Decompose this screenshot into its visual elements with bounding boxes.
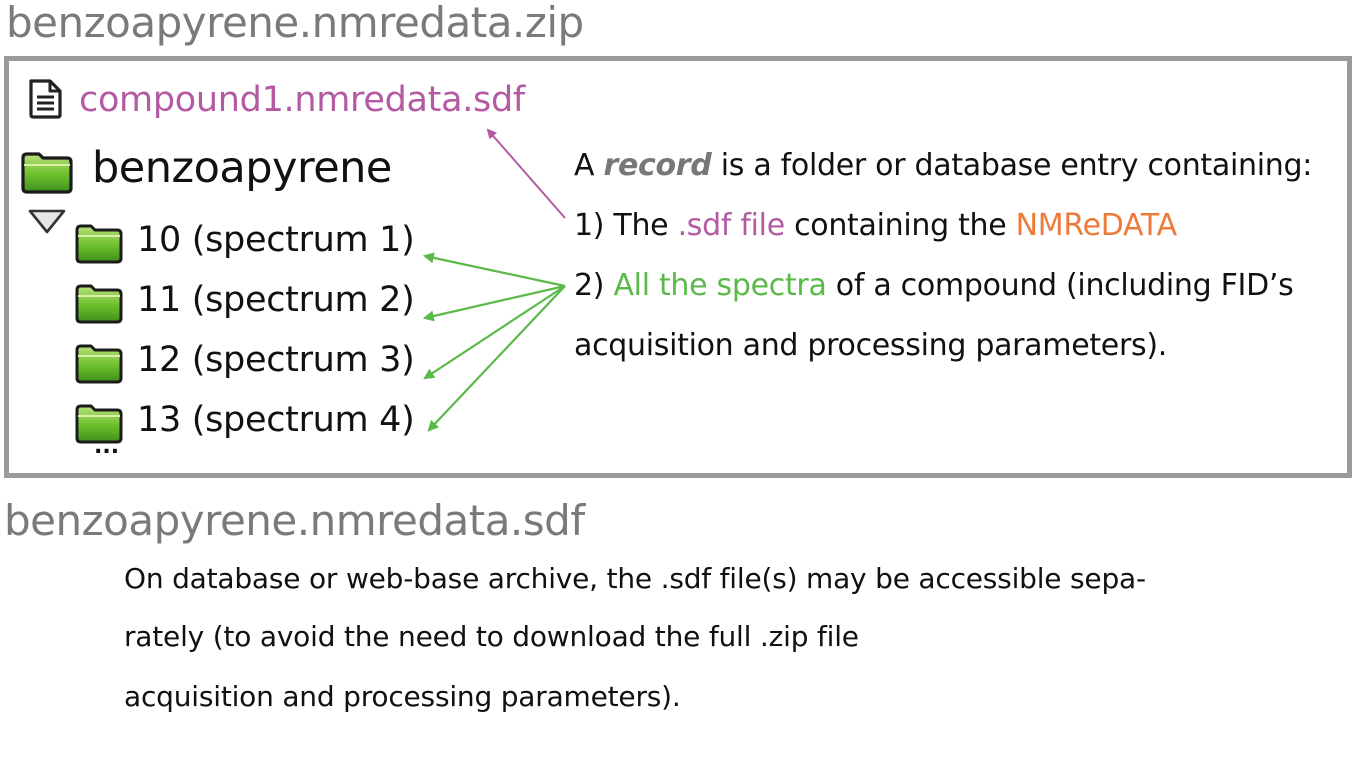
note-line: rately (to avoid the need to download th… xyxy=(124,620,859,653)
folder-icon xyxy=(75,224,123,264)
spectrum-arrow xyxy=(423,285,566,380)
sdf-arrow xyxy=(486,128,566,219)
folder-icon xyxy=(75,284,123,324)
record-item-sdf: 1) The .sdf file containing the NMReDATA xyxy=(574,208,1177,243)
spectrum-label: 13 (spectrum 4) xyxy=(137,400,415,440)
record-term: record xyxy=(603,148,712,183)
sdf-file-term: .sdf file xyxy=(677,208,786,243)
document-icon xyxy=(29,79,62,119)
nmredata-term: NMReDATA xyxy=(1015,208,1177,243)
more-items-ellipsis: ... xyxy=(94,434,120,459)
folder-icon xyxy=(75,344,123,384)
record-item-spectra: 2) All the spectra of a compound (includ… xyxy=(574,268,1294,303)
folder-icon xyxy=(21,152,73,194)
record-box xyxy=(4,56,1352,478)
triangle-down-icon[interactable] xyxy=(28,209,66,235)
note-line: On database or web-base archive, the .sd… xyxy=(124,562,1146,595)
note-line: acquisition and processing parameters). xyxy=(124,680,681,713)
folder-icon xyxy=(75,404,123,444)
spectra-term: All the spectra xyxy=(613,268,827,303)
spectrum-label: 12 (spectrum 3) xyxy=(137,340,415,380)
zip-archive-title: benzoapyrene.nmredata.zip xyxy=(6,0,584,47)
record-definition: A record is a folder or database entry c… xyxy=(574,148,1313,183)
spectrum-arrow xyxy=(422,252,566,288)
root-folder-label[interactable]: benzoapyrene xyxy=(92,143,392,193)
spectrum-label: 10 (spectrum 1) xyxy=(137,220,415,260)
spectrum-arrow xyxy=(422,284,566,322)
record-item-spectra-continued: acquisition and processing parameters). xyxy=(574,328,1167,363)
sdf-file-label[interactable]: compound1.nmredata.sdf xyxy=(79,80,525,120)
sdf-file-title: benzoapyrene.nmredata.sdf xyxy=(4,496,585,545)
spectrum-label: 11 (spectrum 2) xyxy=(137,280,415,320)
spectrum-arrow xyxy=(427,285,566,432)
